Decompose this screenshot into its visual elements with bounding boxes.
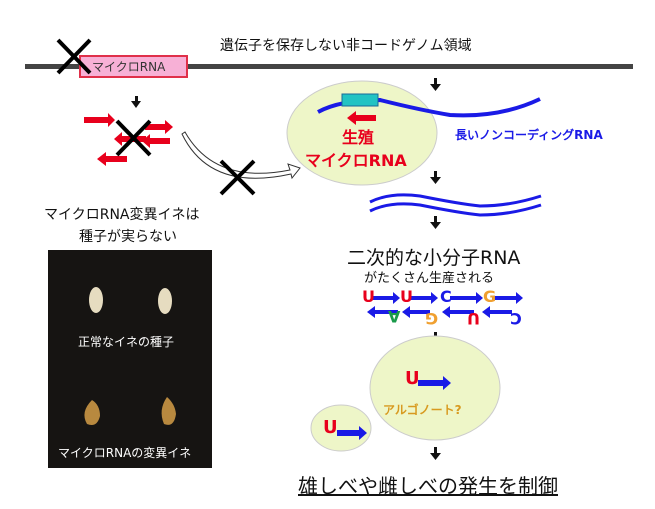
mutant-seed-images bbox=[84, 397, 176, 425]
mutant-seed-label: マイクロRNAの変異イネ bbox=[58, 446, 192, 460]
secondary-rna-subtitle: がたくさん生産される bbox=[364, 271, 495, 286]
microrna-arrows bbox=[84, 113, 173, 166]
small-bubble bbox=[310, 404, 372, 452]
argonaute-label: アルゴノート? bbox=[383, 403, 462, 417]
microrna-bubble-line1: 生殖 bbox=[342, 128, 375, 147]
mutant-caption-line1: マイクロRNA変異イネは bbox=[44, 207, 200, 223]
nucleotide: G bbox=[483, 287, 497, 306]
microrna-gene-label: マイクロRNA bbox=[92, 60, 166, 74]
cross-icon bbox=[219, 159, 256, 196]
small-rna-arrow bbox=[418, 376, 451, 390]
nucleotide: U bbox=[362, 287, 375, 306]
argonaute-bubble bbox=[369, 335, 501, 441]
nucleotide: G bbox=[425, 309, 439, 328]
mutant-caption-line2: 種子が実らない bbox=[79, 229, 177, 245]
curved-arrow-icon bbox=[181, 131, 301, 180]
microrna-gene-box bbox=[79, 55, 188, 78]
rice-photo bbox=[48, 250, 212, 468]
nucleotide: U bbox=[467, 309, 480, 328]
small-bubble-nucleotide: U bbox=[323, 417, 338, 438]
conclusion: 雄しべや雌しべの発生を制御 bbox=[298, 474, 558, 498]
microrna-bubble-line2: マイクロRNA bbox=[305, 151, 407, 170]
double-stranded-rna bbox=[369, 193, 542, 217]
nucleotide: U bbox=[400, 287, 413, 306]
argonaute-nucleotide: U bbox=[405, 368, 420, 389]
microrna-arrow bbox=[347, 111, 376, 125]
nucleotide: C bbox=[510, 309, 522, 328]
small-rna-arrows bbox=[367, 292, 523, 318]
normal-seed-images bbox=[89, 287, 172, 314]
lncrna-label: 長いノンコーディングRNA bbox=[455, 128, 603, 142]
nucleotide: C bbox=[440, 287, 452, 306]
genome-line bbox=[25, 64, 633, 69]
nucleotide: A bbox=[388, 307, 401, 326]
cross-icon bbox=[115, 119, 152, 157]
cross-icon bbox=[56, 38, 92, 75]
target-site bbox=[341, 93, 379, 107]
normal-seed-label: 正常なイネの種子 bbox=[78, 335, 175, 349]
secondary-rna-title: 二次的な小分子RNA bbox=[347, 247, 521, 269]
genome-region-title: 遺伝子を保存しない非コードゲノム領域 bbox=[220, 38, 472, 54]
small-rna-arrow bbox=[337, 426, 367, 440]
